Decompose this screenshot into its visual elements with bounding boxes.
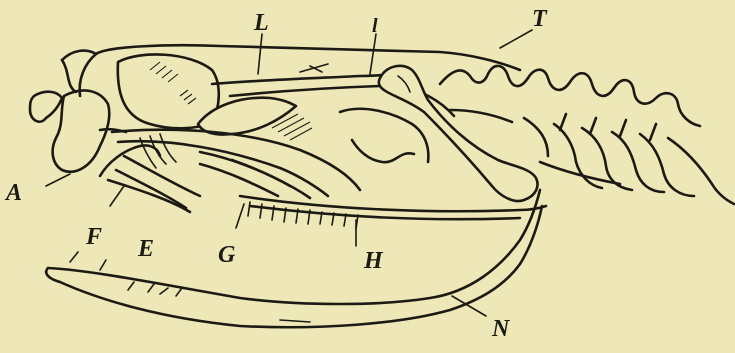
label-N: N bbox=[491, 316, 511, 342]
cranium bbox=[62, 45, 520, 162]
label-l: l bbox=[372, 15, 378, 37]
label-A: A bbox=[4, 180, 22, 206]
label-L: L bbox=[253, 10, 269, 36]
label-E: E bbox=[137, 236, 154, 262]
label-F: F bbox=[85, 224, 102, 250]
pterygoid-teeth bbox=[240, 196, 546, 229]
vertebral-column bbox=[440, 66, 734, 204]
label-H: H bbox=[363, 248, 384, 274]
label-T: T bbox=[532, 6, 548, 32]
label-G: G bbox=[218, 242, 236, 268]
